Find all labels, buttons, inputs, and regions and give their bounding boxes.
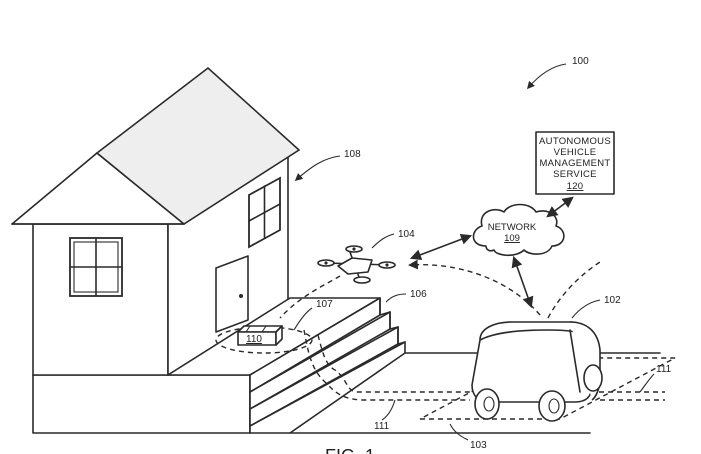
service-line-4: SERVICE [553,169,597,180]
route-line-left-2 [303,329,470,401]
ref-111-left: 111 [374,399,396,432]
vehicle-drone-path [408,259,541,316]
vehicle-network-arc [547,261,601,319]
service-ref: 120 [567,181,584,192]
ref-111-right: 111 [639,364,672,393]
arrow-network-vehicle [511,255,534,309]
svg-text:100: 100 [572,56,589,67]
svg-text:106: 106 [410,289,427,300]
house-foundation [32,374,251,434]
ref-104: 104 [371,229,415,249]
management-service-box: AUTONOMOUS VEHICLE MANAGEMENT SERVICE 12… [535,131,615,195]
package [237,325,283,346]
service-line-2: VEHICLE [554,147,597,158]
svg-text:110: 110 [246,334,262,345]
drone-descent-path [279,275,341,319]
svg-text:103: 103 [470,440,487,451]
network-ref: 109 [504,233,520,244]
delivery-drone [317,245,396,284]
ref-106: 106 [385,289,427,303]
service-line-1: AUTONOMOUS [539,136,611,147]
svg-text:111: 111 [374,421,390,432]
front-door [215,255,249,333]
arrow-drone-network [409,233,473,261]
svg-text:111: 111 [656,364,672,375]
arrow-network-service [546,196,574,218]
house-roof-side [95,66,301,225]
autonomous-vehicle [471,321,603,422]
front-window [69,237,123,297]
svg-text:108: 108 [344,149,361,160]
ref-108: 108 [294,149,361,182]
ref-103: 103 [449,423,487,451]
network-cloud: NETWORK 109 [472,203,565,257]
service-line-3: MANAGEMENT [539,158,610,169]
svg-text:102: 102 [604,295,621,306]
ref-102: 102 [571,295,621,319]
svg-text:104: 104 [398,229,415,240]
route-line-left [317,334,470,393]
ref-100: 100 [526,56,589,90]
house [11,66,381,434]
ref-110: 110 [246,334,262,345]
ref-107: 107 [293,299,333,331]
figure-caption: FIG. 1 [325,446,375,454]
steps [249,297,406,434]
svg-text:107: 107 [316,299,333,310]
side-window [248,176,281,249]
network-label: NETWORK [488,222,537,233]
